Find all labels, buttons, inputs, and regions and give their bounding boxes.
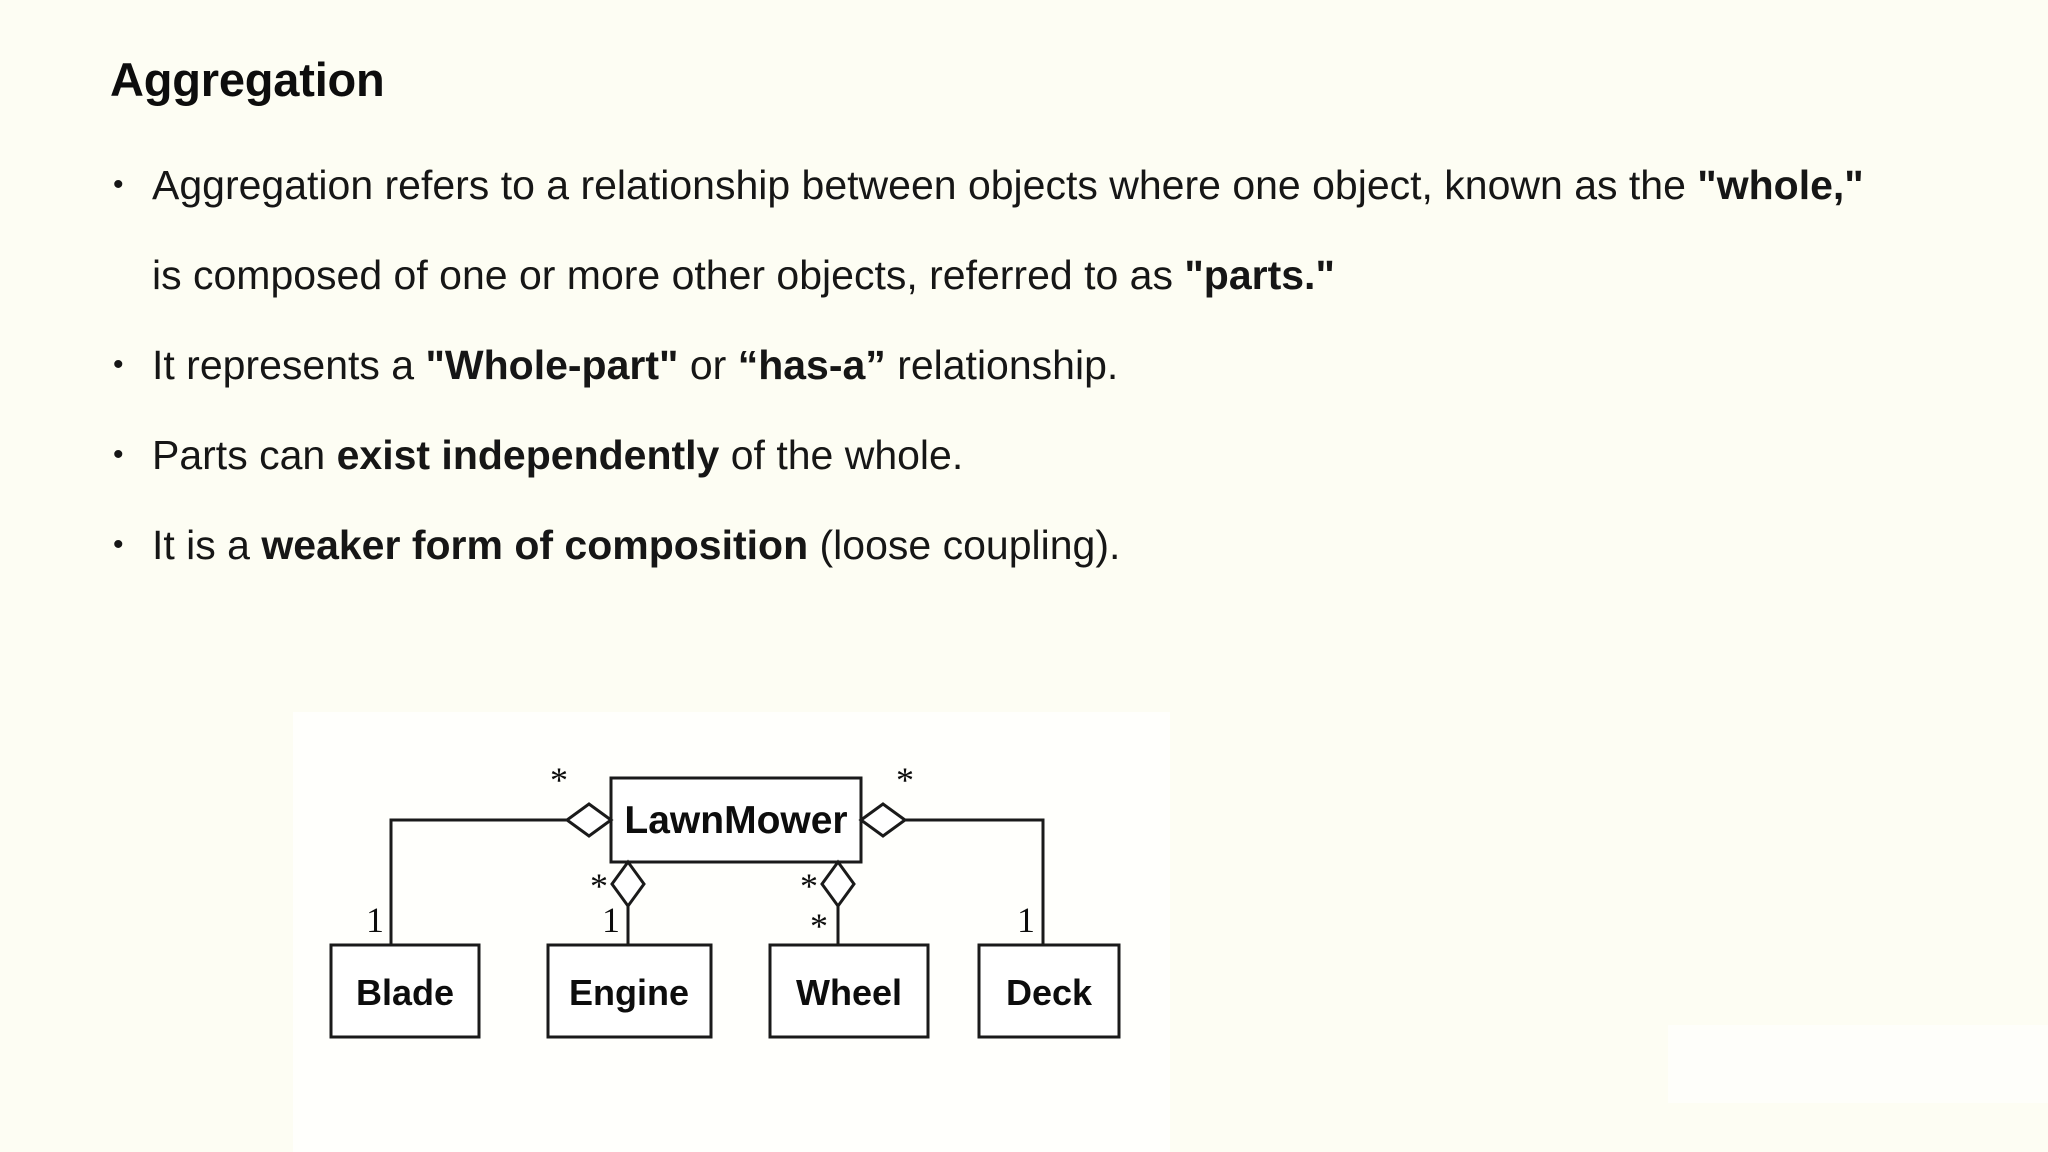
class-box-lawnmower: [609, 776, 863, 864]
class-label-lawnmower: LawnMower: [624, 799, 847, 842]
emphasis-text: "Whole-part": [425, 342, 679, 388]
bullet-list: • Aggregation refers to a relationship b…: [108, 140, 1938, 590]
bullet-marker: •: [113, 168, 124, 201]
multiplicity-part-engine: 1: [602, 900, 620, 940]
plain-text: is composed of one or more other objects…: [152, 252, 1185, 298]
connector-blade: [389, 818, 583, 945]
multiplicity-part-blade: 1: [366, 900, 384, 940]
plain-text: It represents a: [152, 342, 426, 388]
plain-text: Aggregation refers to a relationship bet…: [152, 162, 1698, 208]
class-box-deck: [977, 943, 1121, 1039]
emphasis-text: “has-a”: [737, 342, 886, 388]
bullet-marker: •: [113, 438, 124, 471]
plain-text: of the whole.: [719, 432, 964, 478]
list-item: • It represents a "Whole-part" or “has-a…: [108, 320, 1938, 410]
page-title: Aggregation: [110, 53, 385, 106]
class-label-engine: Engine: [569, 972, 689, 1013]
plain-text: relationship.: [885, 342, 1119, 388]
aggregation-diamond-deck: [858, 802, 908, 838]
class-label-blade: Blade: [356, 972, 454, 1013]
aggregation-diamond-wheel: [820, 859, 856, 909]
corner-wash: [1668, 1025, 2048, 1103]
multiplicity-whole-deck: *: [896, 760, 914, 800]
plain-text: It is a: [152, 522, 262, 568]
class-box-wheel: [768, 943, 930, 1039]
emphasis-text: weaker form of composition: [261, 522, 809, 568]
uml-aggregation-diagram: LawnMower Blade Engine Wheel Deck * * * …: [293, 700, 1183, 1152]
emphasis-text: exist independently: [336, 432, 720, 478]
multiplicity-whole-blade: *: [550, 760, 568, 800]
plain-text: or: [678, 342, 738, 388]
list-item-text: Parts can exist independently of the who…: [152, 432, 963, 478]
aggregation-diamond-engine: [610, 859, 646, 909]
emphasis-text: "whole,": [1697, 162, 1864, 208]
plain-text: Parts can: [152, 432, 337, 478]
class-box-blade: [329, 943, 481, 1039]
list-item-text: It is a weaker form of composition (loos…: [152, 522, 1120, 568]
list-item-text: It represents a "Whole-part" or “has-a” …: [152, 342, 1118, 388]
aggregation-diamond-blade: [564, 802, 614, 838]
class-label-wheel: Wheel: [796, 972, 902, 1013]
connector-deck: [883, 818, 1045, 945]
list-item-text: Aggregation refers to a relationship bet…: [152, 140, 1897, 320]
multiplicity-part-wheel: *: [810, 906, 828, 946]
plain-text: (loose coupling).: [808, 522, 1121, 568]
multiplicity-part-deck: 1: [1017, 900, 1035, 940]
list-item: • Aggregation refers to a relationship b…: [108, 140, 1932, 320]
multiplicity-whole-engine: *: [590, 866, 608, 906]
class-label-deck: Deck: [1006, 972, 1093, 1013]
class-box-engine: [546, 943, 713, 1039]
emphasis-text: "parts.": [1184, 252, 1335, 298]
multiplicity-whole-wheel: *: [800, 866, 818, 906]
list-item: • It is a weaker form of composition (lo…: [108, 500, 1938, 590]
list-item: • Parts can exist independently of the w…: [108, 410, 1938, 500]
bullet-marker: •: [113, 348, 124, 381]
bullet-marker: •: [113, 528, 124, 561]
